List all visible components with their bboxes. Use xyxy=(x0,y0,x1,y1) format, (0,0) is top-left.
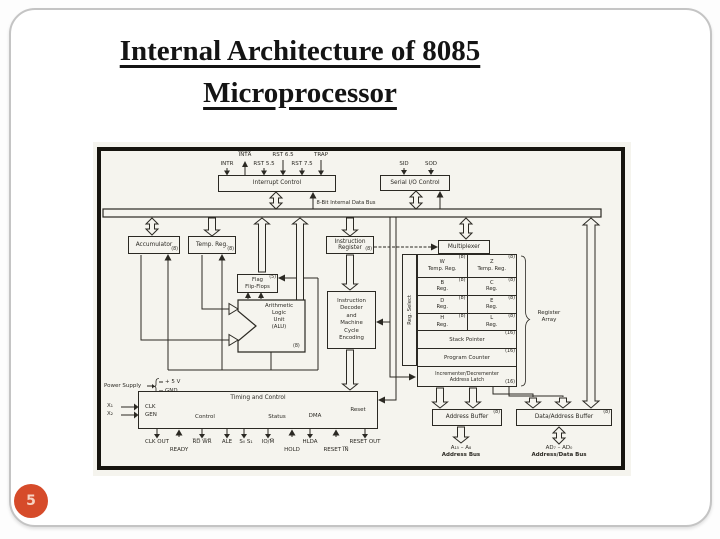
x2-label: X₂ xyxy=(107,411,113,417)
signal-rst55: RST 5.5 xyxy=(253,161,275,167)
internal-data-bus-bar xyxy=(102,208,602,218)
diagram-wires xyxy=(102,160,602,445)
signal-ale: ALE xyxy=(221,439,233,445)
signal-reset-out: RESET OUT xyxy=(349,439,381,445)
reset-group-label: Reset xyxy=(350,407,366,413)
dma-group-label: DMA xyxy=(308,413,322,419)
alu-bits: (8) xyxy=(293,344,300,349)
data-address-buffer-box: Data/Address Buffer (8) xyxy=(516,409,612,426)
architecture-diagram: I̅N̅T̅A̅ RST 6.5 TRAP INTR RST 5.5 RST 7… xyxy=(97,147,625,470)
signal-rst65: RST 6.5 xyxy=(272,152,294,158)
instruction-decoder-box: Instruction Decoder and Machine Cycle En… xyxy=(327,291,376,349)
status-group-label: Status xyxy=(268,414,286,420)
signal-rd-wr: R̅D̅ W̅R̅ xyxy=(192,439,212,445)
serial-io-control-box: Serial I/O Control xyxy=(380,175,450,191)
interrupt-control-box: Interrupt Control xyxy=(218,175,336,192)
accumulator-box: Accumulator (8) xyxy=(128,236,180,254)
signal-hlda: HLDA xyxy=(302,439,318,445)
title-line1: Internal Architecture of 8085 xyxy=(119,35,481,67)
control-group-label: Control xyxy=(195,414,215,420)
instruction-register-bits: (8) xyxy=(365,246,372,252)
wire-arrowheads xyxy=(134,161,444,439)
signal-io-m: IO/M̅ xyxy=(261,439,275,445)
title-line2: Microprocessor xyxy=(203,77,397,109)
timing-control-box xyxy=(138,391,378,429)
internal-data-bus-label: 8-Bit Internal Data Bus xyxy=(316,200,376,206)
power-supply-label: Power Supply xyxy=(104,383,142,389)
signal-hold: HOLD xyxy=(284,447,300,453)
accumulator-bits: (8) xyxy=(171,246,178,252)
address-buffer-bits: (8) xyxy=(493,410,500,415)
alu-label: Arithmetic Logic Unit (ALU) xyxy=(264,303,294,330)
table-row-program-counter: Program Counter(16) xyxy=(418,349,516,368)
signal-ready: READY xyxy=(169,447,189,453)
gen-label: GEN xyxy=(145,412,157,418)
alu-shape xyxy=(237,299,306,353)
signal-reset-in: RESET I̅N̅ xyxy=(323,447,349,453)
signal-s0-s1: S₀ S₁ xyxy=(239,439,253,445)
page-number-badge: 5 xyxy=(14,484,48,518)
signal-sod: SOD xyxy=(424,161,438,167)
table-row-stack-pointer: Stack Pointer(16) xyxy=(418,331,516,350)
reg-select-strip: Reg. Select xyxy=(402,254,417,366)
signal-trap: TRAP xyxy=(313,152,329,158)
clk-label: CLK xyxy=(145,404,156,410)
slide-title: Internal Architecture of 8085 Microproce… xyxy=(40,30,560,114)
signal-intr: INTR xyxy=(220,161,234,167)
data-address-buffer-bits: (8) xyxy=(603,410,610,415)
page-number: 5 xyxy=(26,493,36,509)
signal-rst75: RST 7.5 xyxy=(291,161,313,167)
x1-label: X₁ xyxy=(107,403,113,409)
signal-inta: I̅N̅T̅A̅ xyxy=(238,152,252,158)
signal-sid: SID xyxy=(399,161,409,167)
temp-reg-box: Temp. Reg. (8) xyxy=(188,236,236,254)
address-buffer-box: Address Buffer (8) xyxy=(432,409,502,426)
signal-clk-out: CLK OUT xyxy=(145,439,169,445)
timing-control-label: Timing and Control xyxy=(230,395,286,401)
bus-arrows xyxy=(144,190,601,445)
flag-bits: (5) xyxy=(269,275,276,280)
power-5v-label: + 5 V xyxy=(165,379,181,385)
multiplexer-box: Multiplexer xyxy=(438,240,490,254)
temp-reg-bits: (8) xyxy=(227,246,234,252)
